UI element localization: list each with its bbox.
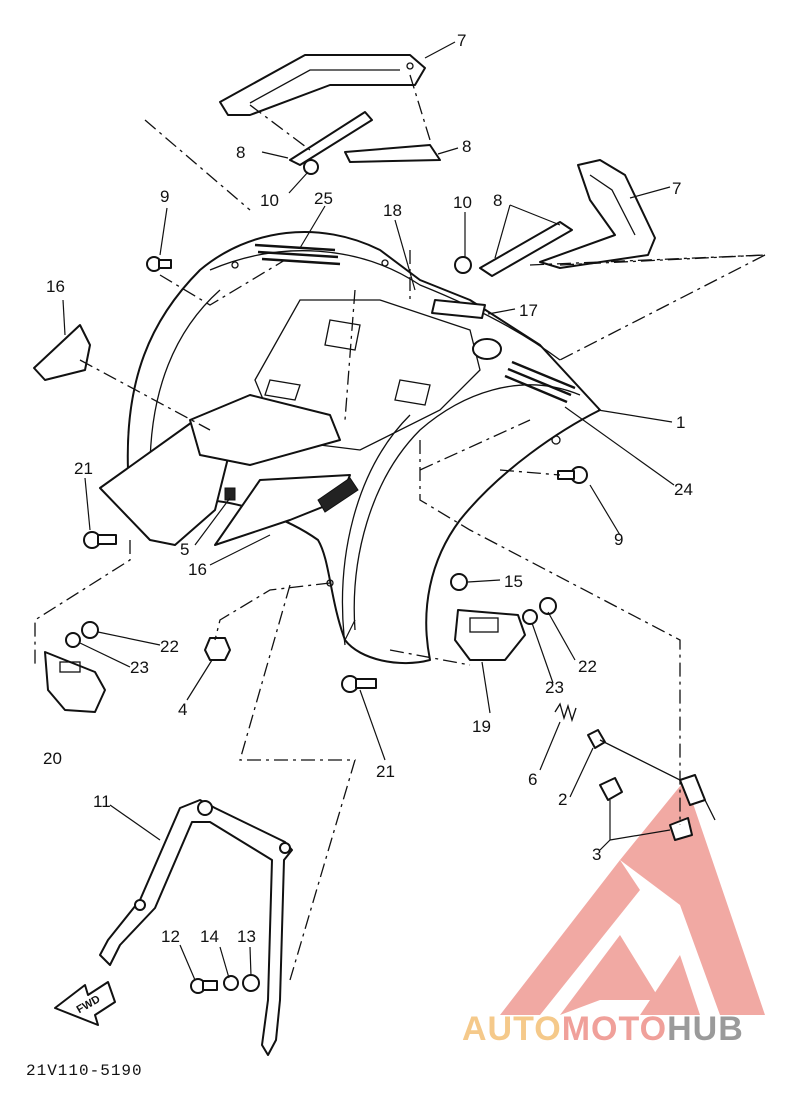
plate-16-left bbox=[33, 324, 91, 381]
cover-20 bbox=[44, 651, 106, 713]
fwd-arrow-icon: FWD bbox=[54, 981, 116, 1026]
callout-21a: 21 bbox=[74, 459, 93, 478]
cover-19 bbox=[454, 609, 526, 661]
callout-15: 15 bbox=[504, 572, 523, 591]
nut-22b bbox=[539, 597, 557, 615]
callout-18: 18 bbox=[383, 201, 402, 220]
stay-11 bbox=[99, 799, 293, 1056]
clip-3 bbox=[599, 777, 693, 841]
callout-5: 5 bbox=[180, 540, 189, 559]
washer-23a bbox=[65, 632, 81, 648]
callout-8c: 8 bbox=[493, 191, 502, 210]
bolt-21a bbox=[83, 531, 117, 549]
plate-8b bbox=[344, 144, 441, 163]
bolt-9a bbox=[146, 256, 172, 272]
callout-9a: 9 bbox=[160, 187, 169, 206]
watermark-logo-icon bbox=[500, 780, 765, 1015]
vent-left bbox=[254, 243, 341, 266]
plate-8c bbox=[479, 221, 573, 277]
nut-10b bbox=[454, 256, 472, 274]
callout-24: 24 bbox=[674, 480, 693, 499]
bolt-12 bbox=[190, 978, 218, 994]
bracket-left-7 bbox=[219, 54, 426, 116]
callout-12: 12 bbox=[161, 927, 180, 946]
callout-14: 14 bbox=[200, 927, 219, 946]
callout-13: 13 bbox=[237, 927, 256, 946]
callout-22a: 22 bbox=[160, 637, 179, 656]
washer-14 bbox=[223, 975, 239, 991]
leader-lines bbox=[34, 74, 766, 981]
callout-17: 17 bbox=[519, 301, 538, 320]
callout-9b: 9 bbox=[614, 530, 623, 549]
spring-6 bbox=[554, 702, 577, 723]
rod-2 bbox=[587, 729, 716, 821]
nut-13 bbox=[242, 974, 260, 992]
vent-right bbox=[504, 360, 576, 404]
callout-7b: 7 bbox=[672, 179, 681, 198]
nut-22a bbox=[81, 621, 99, 639]
callout-25: 25 bbox=[314, 189, 333, 208]
watermark-moto: MOTO bbox=[562, 1010, 667, 1048]
watermark-brand: AUTOMOTOHUB bbox=[462, 1010, 744, 1048]
callout-21b: 21 bbox=[376, 762, 395, 781]
bolt-21b bbox=[341, 675, 377, 693]
callout-16a: 16 bbox=[46, 277, 65, 296]
diagram-code: 21V110-5190 bbox=[26, 1062, 143, 1080]
watermark-auto: AUTO bbox=[462, 1010, 562, 1048]
watermark-hub: HUB bbox=[667, 1010, 744, 1048]
callout-23b: 23 bbox=[545, 678, 564, 697]
washer-23b bbox=[522, 609, 538, 625]
callout-8a: 8 bbox=[236, 143, 245, 162]
bracket-right-7 bbox=[539, 159, 656, 269]
callout-22b: 22 bbox=[578, 657, 597, 676]
callout-6: 6 bbox=[528, 770, 537, 789]
callout-3: 3 bbox=[592, 845, 601, 864]
nut-10a bbox=[303, 159, 319, 175]
callout-leaders bbox=[62, 41, 675, 981]
plate-8a bbox=[289, 111, 373, 166]
callout-2: 2 bbox=[558, 790, 567, 809]
callout-19: 19 bbox=[472, 717, 491, 736]
callout-7a: 7 bbox=[457, 31, 466, 50]
callout-10a: 10 bbox=[260, 191, 279, 210]
nut-15 bbox=[450, 573, 468, 591]
callout-11: 11 bbox=[93, 792, 111, 811]
grommet-4 bbox=[204, 637, 231, 661]
callout-4: 4 bbox=[178, 700, 187, 719]
callout-1: 1 bbox=[676, 413, 685, 432]
callout-8b: 8 bbox=[462, 137, 471, 156]
callout-16b: 16 bbox=[188, 560, 207, 579]
callout-20: 20 bbox=[43, 749, 62, 768]
callout-23a: 23 bbox=[130, 658, 149, 677]
bolt-9b bbox=[557, 466, 588, 484]
callout-labels: 7 8 8 10 9 25 18 10 8 7 16 17 1 24 9 21 … bbox=[43, 31, 693, 946]
callout-10b: 10 bbox=[453, 193, 472, 212]
mud-flap bbox=[99, 394, 359, 546]
